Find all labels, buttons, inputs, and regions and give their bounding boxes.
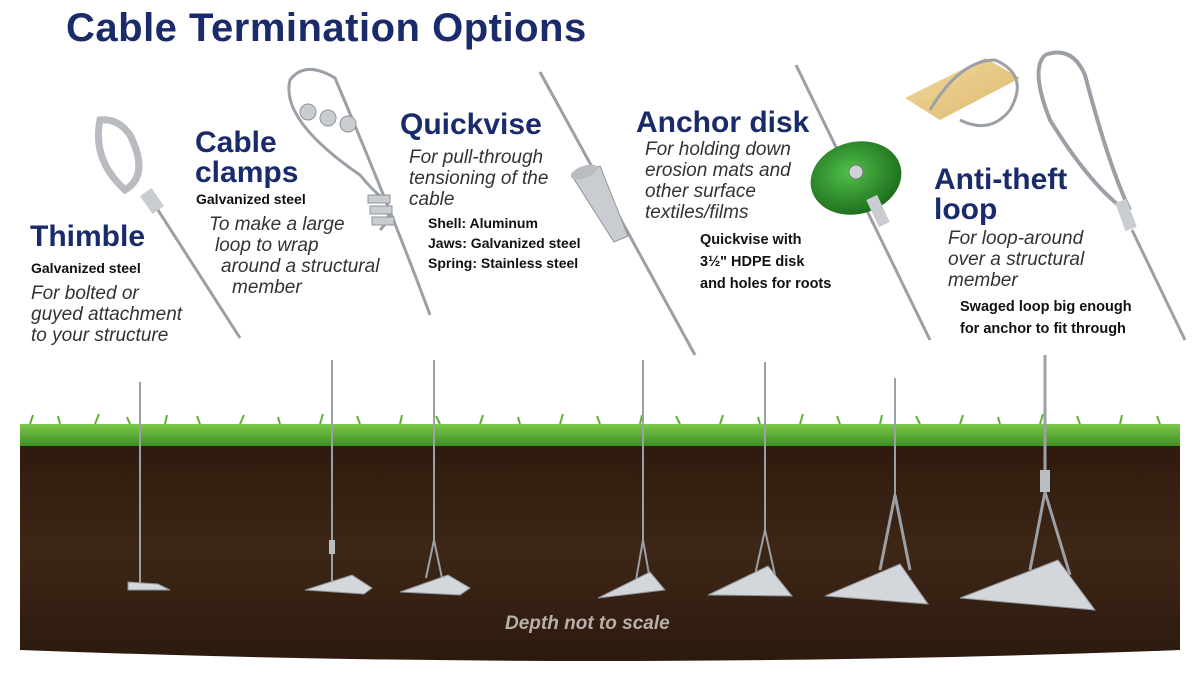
- quickvise-illustration: [538, 71, 697, 356]
- thimble-heading: Thimble: [30, 220, 146, 253]
- anti-theft-loop-note-line-2: for anchor to fit through: [960, 321, 1126, 337]
- cable-clamps-description-line-3: around a structural: [221, 256, 380, 277]
- anti-theft-loop-description-line-3: member: [948, 270, 1018, 291]
- anchor-disk-description-line-3: other surface: [645, 181, 756, 202]
- anchor-3: [399, 574, 471, 596]
- quickvise-material-line-1: Shell: Aluminum: [428, 215, 538, 231]
- anti-theft-loop-heading-line-1: Anti-theft: [934, 163, 1068, 196]
- quickvise-material-line-3: Spring: Stainless steel: [428, 255, 579, 271]
- anchor-disk-heading: Anchor disk: [636, 106, 810, 139]
- anchor-disk-description-line-1: For holding down: [645, 139, 791, 160]
- cable-clamps-heading-line-2: clamps: [195, 156, 299, 189]
- grass-blades: [29, 413, 1161, 425]
- anchor-1: [127, 581, 171, 591]
- cable-clamps-illustration: [287, 68, 432, 316]
- anti-theft-loop-description-line-2: over a structural: [948, 249, 1085, 270]
- depth-not-to-scale-note: Depth not to scale: [505, 613, 670, 634]
- diagram-title: Cable Termination Options: [66, 6, 587, 50]
- anchor-7: [959, 559, 1097, 611]
- anchor-4: [597, 571, 666, 599]
- thimble-material: Galvanized steel: [31, 260, 141, 276]
- cable-clamps-description-line-1: To make a large: [209, 214, 345, 235]
- quickvise-heading: Quickvise: [400, 108, 542, 141]
- thimble-illustration: [94, 116, 242, 339]
- cable-clamps-description-line-2: loop to wrap: [215, 235, 319, 256]
- anchor-5: [707, 565, 794, 597]
- anti-theft-loop-description-line-1: For loop-around: [948, 228, 1084, 249]
- quickvise-material-line-2: Jaws: Galvanized steel: [428, 235, 581, 251]
- soil-layer: [20, 440, 1180, 661]
- anchor-disk-description-line-2: erosion mats and: [645, 160, 791, 181]
- quickvise-description-line-3: cable: [409, 189, 455, 210]
- anchor-disk-illustration: [794, 64, 932, 341]
- quickvise-description-line-2: tensioning of the: [409, 168, 549, 189]
- cable-clamps-material: Galvanized steel: [196, 191, 306, 207]
- thimble-description-line-2: guyed attachment: [31, 304, 183, 325]
- cable-clamps-description-line-4: member: [232, 277, 302, 298]
- thimble-description-line-1: For bolted or: [31, 283, 139, 304]
- anti-theft-loop-note-line-1: Swaged loop big enough: [960, 299, 1132, 315]
- anchor-disk-description-line-4: textiles/films: [645, 202, 749, 223]
- thimble-description-line-3: to your structure: [31, 325, 169, 346]
- grass-strip: [20, 424, 1180, 446]
- anchor-2: [304, 574, 373, 595]
- buried-anchors: [127, 355, 1097, 611]
- anchor-disk-note-line-1: Quickvise with: [700, 232, 802, 248]
- quickvise-description-line-1: For pull-through: [409, 147, 544, 168]
- anti-theft-loop-heading-line-2: loop: [934, 193, 998, 226]
- cable-clamps-heading-line-1: Cable: [195, 126, 277, 159]
- anchor-6: [824, 563, 930, 605]
- anchor-disk-note-line-3: and holes for roots: [700, 276, 832, 292]
- anchor-disk-note-line-2: 3½" HDPE disk: [700, 254, 805, 270]
- anti-theft-loop-illustration: [905, 50, 1187, 341]
